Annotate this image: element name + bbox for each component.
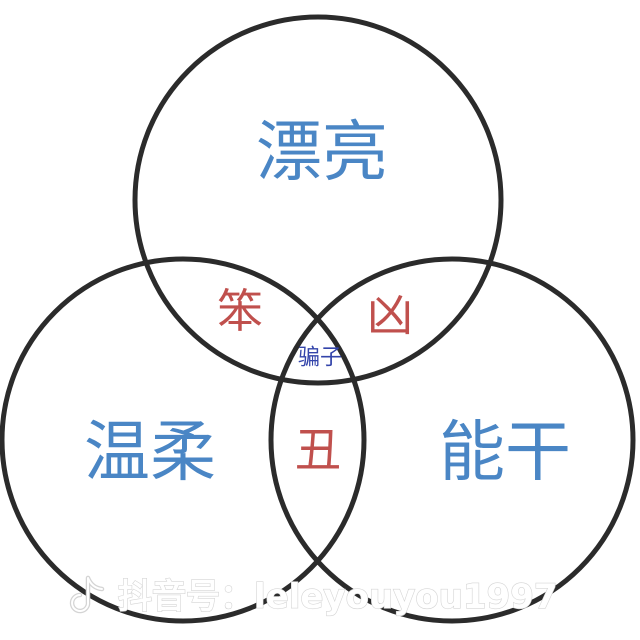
circle-top: [132, 14, 504, 386]
label-left-right: 丑: [295, 423, 341, 477]
tiktok-note-icon: [69, 575, 105, 614]
label-center: 骗子: [298, 346, 342, 371]
watermark-text: 抖音号：leleyouyou1997: [118, 577, 558, 617]
circle-right: [268, 256, 636, 624]
label-right: 能干: [439, 414, 571, 491]
label-top: 漂亮: [256, 114, 388, 191]
label-top-left: 笨: [217, 284, 263, 338]
circle-left: [0, 256, 367, 624]
label-left: 温柔: [84, 414, 216, 491]
label-top-right: 凶: [367, 288, 413, 342]
